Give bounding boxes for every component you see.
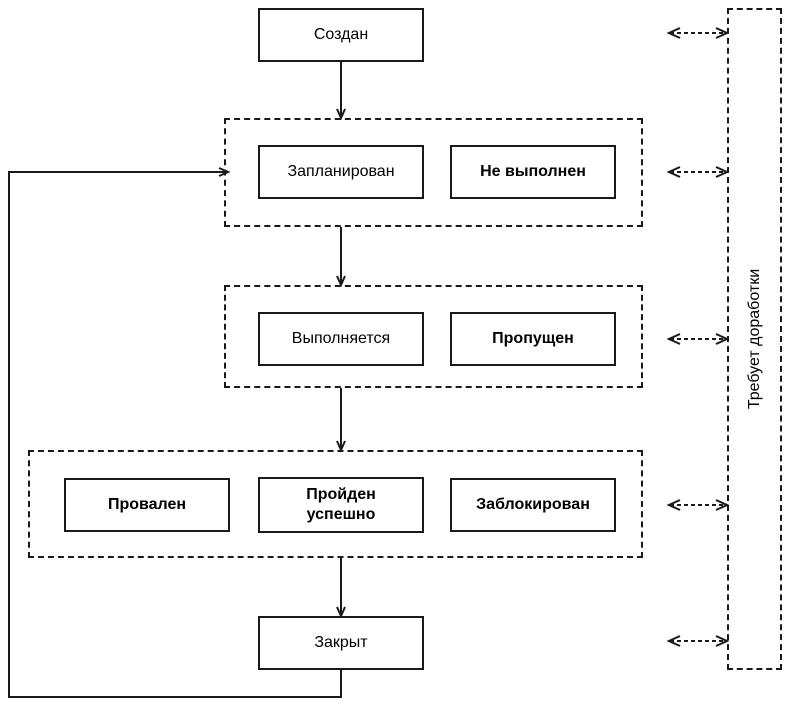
rework-panel: Требует доработки bbox=[727, 8, 782, 670]
state-node-failed[interactable]: Провален bbox=[64, 478, 230, 532]
state-node-created[interactable]: Создан bbox=[258, 8, 424, 62]
rework-panel-label: Требует доработки bbox=[745, 268, 763, 410]
state-group-planned bbox=[224, 118, 643, 227]
state-node-skipped[interactable]: Пропущен bbox=[450, 312, 616, 366]
state-node-not-run[interactable]: Не выполнен bbox=[450, 145, 616, 199]
state-group-result bbox=[28, 450, 643, 558]
state-node-passed[interactable]: Пройден успешно bbox=[258, 477, 424, 533]
state-node-planned[interactable]: Запланирован bbox=[258, 145, 424, 199]
state-node-blocked[interactable]: Заблокирован bbox=[450, 478, 616, 532]
state-node-closed[interactable]: Закрыт bbox=[258, 616, 424, 670]
state-node-running[interactable]: Выполняется bbox=[258, 312, 424, 366]
state-group-running bbox=[224, 285, 643, 388]
